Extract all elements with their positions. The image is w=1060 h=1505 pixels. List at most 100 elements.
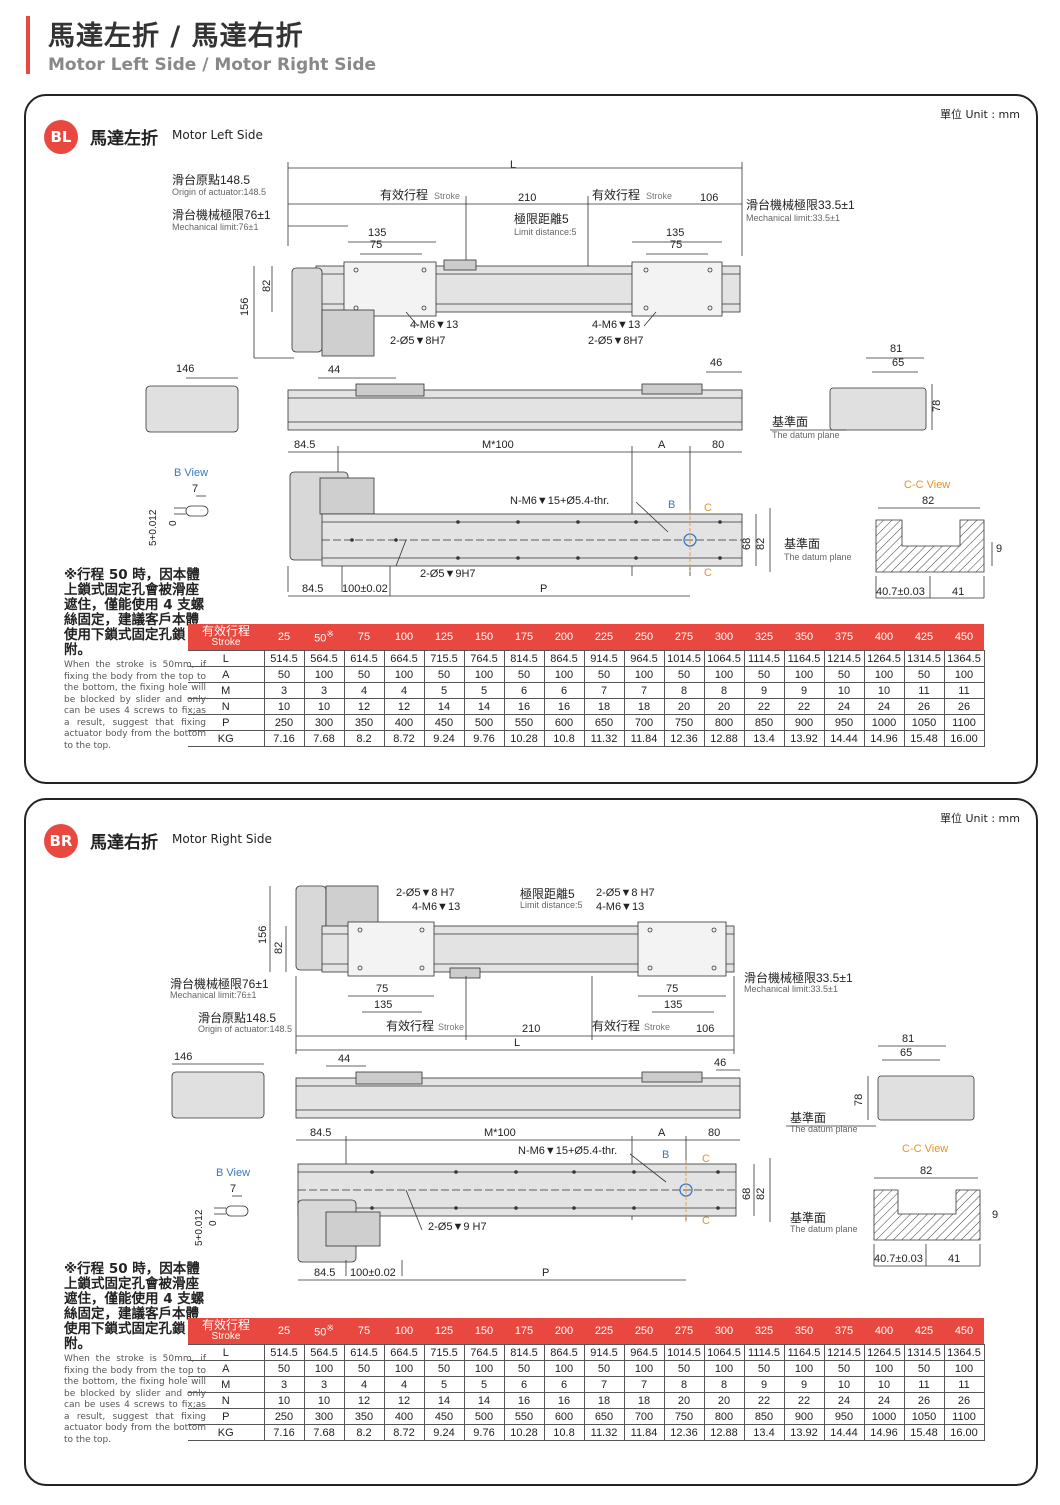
table-cell: 26	[943, 1392, 985, 1409]
table-cell: 10	[863, 682, 905, 699]
table-cell: 550	[503, 714, 545, 731]
table-cell: 18	[623, 1392, 665, 1409]
stroke-col-header: 400	[864, 624, 904, 651]
table-cell: 1164.5	[783, 650, 825, 667]
dim-65: 65	[900, 1047, 912, 1059]
dim-P: P	[542, 1267, 549, 1279]
stroke-note: ※行程 50 時，因本體上鎖式固定孔會被滑座遮住，僅能使用 4 支螺絲固定，建議…	[64, 568, 206, 752]
table-cell: 950	[823, 1408, 865, 1425]
table-cell: 12.36	[663, 730, 705, 747]
table-cell: 100	[863, 666, 905, 683]
limit-distance-zh: 極限距離5	[520, 886, 575, 901]
table-cell: 11.84	[623, 730, 665, 747]
table-cell: 13.92	[783, 1424, 825, 1441]
stroke-value: 75	[357, 1325, 371, 1337]
stroke-col-header: 125	[424, 624, 464, 651]
stroke-col-header: 50※	[304, 1318, 344, 1345]
table-cell: 100	[783, 666, 825, 683]
mech-limit-left-zh: 滑台機械極限76±1	[170, 976, 269, 991]
section-title-zh: 馬達右折	[90, 833, 158, 853]
dim-A: A	[658, 1127, 666, 1139]
stroke-header-zh: 有效行程	[201, 624, 250, 638]
table-cell: 10	[823, 682, 865, 699]
section-title-en: Motor Left Side	[172, 128, 263, 142]
table-cell: 26	[903, 1392, 945, 1409]
table-cell: 5	[463, 682, 505, 699]
row-label: KG	[188, 730, 265, 747]
table-cell: 50	[823, 1360, 865, 1377]
stroke-value: 450	[954, 1325, 974, 1337]
table-cell: 6	[543, 1376, 585, 1393]
table-cell: 8.2	[343, 730, 385, 747]
table-cell: 12	[343, 1392, 385, 1409]
stroke-value: 375	[834, 1325, 854, 1337]
table-cell: 10	[303, 698, 345, 715]
table-cell: 7.16	[263, 730, 305, 747]
table-cell: 24	[823, 698, 865, 715]
stroke-note-zh: ※行程 50 時，因本體上鎖式固定孔會被滑座遮住，僅能使用 4 支螺絲固定，建議…	[64, 567, 205, 658]
table-cell: 764.5	[463, 650, 505, 667]
dim-135-right: 135	[666, 227, 684, 239]
stroke-col-header: 75	[344, 1318, 384, 1345]
table-cell: 514.5	[263, 1344, 305, 1361]
table-cell: 16.00	[943, 1424, 985, 1441]
table-cell: 964.5	[623, 650, 665, 667]
origin-label-en: Origin of actuator:148.5	[198, 1024, 292, 1034]
cc-view-label: C-C View	[902, 1143, 948, 1155]
table-cell: 16	[503, 1392, 545, 1409]
table-cell: 22	[783, 698, 825, 715]
table-cell: 7	[623, 682, 665, 699]
table-cell: 10	[263, 1392, 305, 1409]
table-cell: 14.44	[823, 730, 865, 747]
stroke-col-header: 450	[944, 624, 984, 651]
table-cell: 9	[783, 682, 825, 699]
dim-146: 146	[174, 1051, 192, 1063]
dim-46: 46	[714, 1057, 726, 1069]
stroke-col-header: 150	[464, 1318, 504, 1345]
table-cell: 100	[623, 666, 665, 683]
stroke-header-en: Stroke	[211, 1331, 241, 1342]
stroke-en-2: Stroke	[644, 1022, 670, 1032]
row-label: P	[188, 714, 265, 731]
table-cell: 12	[343, 698, 385, 715]
table-cell: 600	[543, 1408, 585, 1425]
dim-82b: 82	[755, 538, 767, 550]
stroke-header-zh: 有效行程	[201, 1318, 250, 1332]
table-cell: 100	[303, 1360, 345, 1377]
stroke-note-en: When the stroke is 50mm, if fixing the b…	[64, 1354, 206, 1445]
stroke-value: 175	[514, 631, 534, 643]
table-cell: 5	[423, 682, 465, 699]
dim-106: 106	[696, 1023, 714, 1035]
table-cell: 10	[823, 1376, 865, 1393]
stroke-col-header: 200	[544, 624, 584, 651]
table-cell: 964.5	[623, 1344, 665, 1361]
tap-label-left: 4-M6▼13	[410, 319, 458, 331]
dim-46: 46	[710, 357, 722, 369]
table-cell: 550	[503, 1408, 545, 1425]
datum-en-2: The datum plane	[790, 1224, 858, 1234]
stroke-value: 200	[554, 1325, 574, 1337]
dim-80: 80	[712, 439, 724, 451]
table-cell: 564.5	[303, 1344, 345, 1361]
b-marker: B	[668, 499, 675, 511]
table-cell: 50	[503, 1360, 545, 1377]
stroke-value: 225	[594, 1325, 614, 1337]
table-cell: 13.92	[783, 730, 825, 747]
stroke-value: 150	[474, 1325, 494, 1337]
table-cell: 10.8	[543, 1424, 585, 1441]
table-cell: 20	[663, 698, 705, 715]
table-cell: 1050	[903, 714, 945, 731]
table-cell: 8.72	[383, 730, 425, 747]
stroke-col-header: 250	[624, 1318, 664, 1345]
stroke-col-header: 125	[424, 1318, 464, 1345]
b-view-label: B View	[216, 1167, 250, 1179]
table-cell: 14.96	[863, 1424, 905, 1441]
table-cell: 14	[463, 1392, 505, 1409]
limit-distance-en: Limit distance:5	[520, 900, 583, 910]
dim-82-cc: 82	[922, 495, 934, 507]
